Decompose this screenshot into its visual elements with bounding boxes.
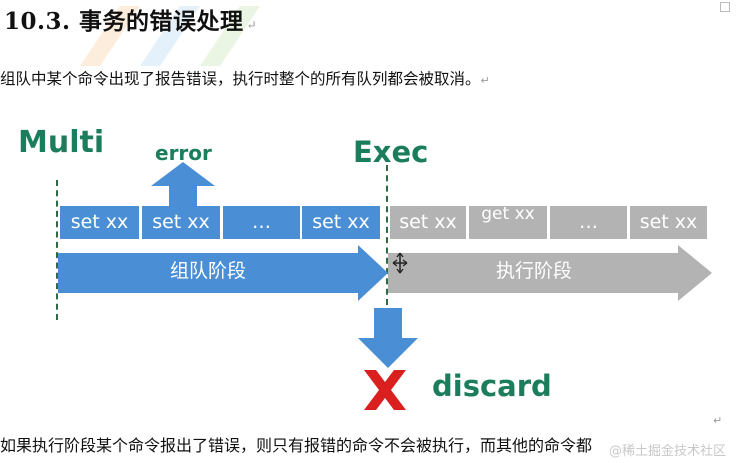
section-number: 10.3. xyxy=(4,8,71,35)
discard-label: discard xyxy=(432,369,552,403)
discard-x-icon xyxy=(364,370,406,410)
exec-phase-arrow xyxy=(388,245,712,301)
paragraph-exec-error: 如果执行阶段某个命令报出了错误，则只有报错的命令不会被执行，而其他的命令都 xyxy=(0,436,593,455)
section-title: 事务的错误处理 xyxy=(79,8,244,35)
paragraph-queue-error: 组队中某个命令出现了报告错误，执行时整个的所有队列都会被取消。↵ xyxy=(0,67,490,89)
paragraph-mark-icon: ↵ xyxy=(480,74,490,87)
exec-boundary-line xyxy=(386,165,388,305)
queue-phase-arrow xyxy=(58,245,388,301)
exec-phase-label: 执行阶段 xyxy=(496,260,573,282)
queue-command-cell: set xx xyxy=(142,206,220,239)
paragraph-mark-icon: ↵ xyxy=(246,18,258,32)
paragraph-mark-icon: ↵ xyxy=(713,414,723,427)
error-up-arrow-icon xyxy=(151,162,215,206)
site-watermark: @稀土掘金技术社区 xyxy=(608,444,726,459)
error-label: error xyxy=(155,141,212,165)
exec-command-cell: … xyxy=(550,206,627,239)
exec-command-cell: set xx xyxy=(630,206,707,239)
discard-down-arrow-icon xyxy=(358,308,418,368)
paragraph-text: 组队中某个命令出现了报告错误，执行时整个的所有队列都会被取消。 xyxy=(0,70,481,88)
exec-command-cell: get xx xyxy=(469,206,547,239)
queue-command-cell: set xx xyxy=(302,206,380,239)
queue-command-cell: … xyxy=(223,206,300,239)
queue-phase-label: 组队阶段 xyxy=(170,260,247,282)
multi-label: Multi xyxy=(18,125,105,160)
page-corner-mark xyxy=(720,2,730,12)
move-cursor-icon xyxy=(392,252,408,274)
multi-boundary-line xyxy=(56,180,58,320)
queue-command-cell: set xx xyxy=(60,206,139,239)
exec-label: Exec xyxy=(353,135,429,169)
exec-command-cell: set xx xyxy=(390,206,466,239)
background-watermark-logo xyxy=(80,6,260,66)
section-heading: 10.3. 事务的错误处理↵ xyxy=(4,2,257,36)
